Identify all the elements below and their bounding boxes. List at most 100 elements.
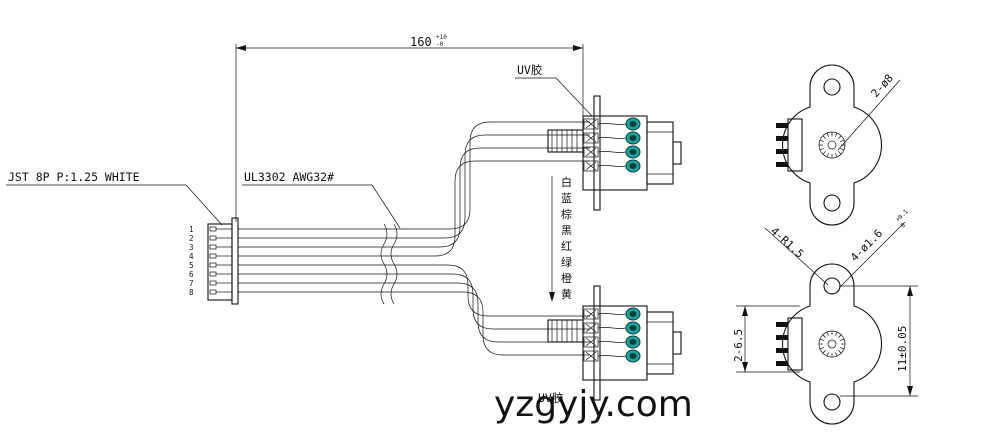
terminal-x: [585, 337, 597, 347]
color-char: 绿: [561, 255, 572, 269]
terminal-pin: [776, 348, 788, 353]
terminal-pin: [776, 322, 788, 327]
gear-tooth: [835, 352, 838, 357]
motor-outline: [781, 263, 883, 425]
gear-tooth: [835, 153, 838, 158]
solder-joint-core: [629, 135, 637, 141]
motor-side-view-bottom: [547, 285, 682, 401]
motor-flange: [593, 95, 601, 211]
height-label: 11±0.05: [896, 326, 909, 372]
gear-tooth: [822, 350, 826, 354]
corner-radius-label: 4-R1.5: [768, 225, 806, 261]
terminal-x: [585, 161, 597, 171]
gear-tooth: [838, 135, 842, 139]
cable-wire: [238, 160, 590, 257]
terminal-x: [585, 133, 597, 143]
motor-outline: [781, 64, 883, 226]
color-char: 蓝: [561, 192, 572, 205]
gear-tooth: [840, 139, 845, 142]
terminal-pin: [776, 123, 788, 128]
cable-wire: [238, 264, 590, 317]
terminal-x: [585, 147, 597, 157]
color-char: 红: [561, 240, 572, 253]
cable-wire: [238, 282, 590, 343]
uv-glue-label-bottom: UV胶: [538, 391, 564, 405]
ribbon-cable: [238, 121, 590, 356]
mounting-hole: [823, 277, 841, 295]
heat-shrink: [547, 129, 584, 153]
pin-number: 7: [189, 279, 194, 288]
connector-pin: [209, 244, 217, 250]
solder-joint-core: [629, 325, 637, 331]
color-char: 橙: [561, 271, 572, 285]
length-tol-top: +10: [436, 34, 447, 41]
gear-tooth: [826, 153, 829, 158]
uv-glue-label: UV胶: [517, 63, 543, 77]
corner-radius-callout: 4-R1.5: [764, 225, 829, 286]
hole-dia-callout: 2-ø8: [837, 72, 901, 151]
cable-wire: [238, 134, 590, 239]
lead-wire: [597, 327, 627, 329]
lead-wire: [597, 313, 627, 315]
solder-joint-core: [629, 353, 637, 359]
heat-shrink: [547, 319, 584, 343]
small-holes-tol-top: +0.1: [894, 208, 909, 223]
motor-flange: [593, 285, 601, 401]
height-dimension: 11±0.05: [840, 285, 918, 397]
pitch-label: 2-6.5: [732, 329, 745, 362]
gear-tooth: [840, 347, 845, 350]
motor-front-view-bottom: [776, 263, 883, 425]
gear-tooth: [838, 151, 842, 155]
mounting-hole: [823, 194, 841, 212]
cable-wire: [238, 273, 590, 330]
gear-tooth: [826, 331, 829, 336]
lead-wire: [597, 165, 627, 167]
cable-wire: [238, 291, 590, 356]
pin-number: 5: [189, 261, 194, 270]
connector-label: JST 8P P:1.25 WHITE: [8, 170, 140, 184]
cable-wire: [238, 121, 590, 230]
small-holes-label: 4-ø1.6: [848, 227, 885, 264]
terminal-x: [585, 119, 597, 129]
terminal-pin: [776, 335, 788, 340]
color-char: 黄: [561, 287, 572, 301]
mounting-hole: [823, 393, 841, 411]
motor-shaft: [672, 331, 682, 355]
connector-callout: JST 8P P:1.25 WHITE: [6, 170, 223, 226]
terminal-pin: [776, 162, 788, 167]
motor-front-view-top: [776, 64, 883, 226]
motor-can: [646, 311, 674, 375]
gear-tooth: [822, 151, 826, 155]
lead-wire: [597, 341, 627, 343]
terminal-pin: [776, 149, 788, 154]
gear-tooth: [840, 338, 845, 341]
solder-joint-core: [629, 149, 637, 155]
wire-spec-label: UL3302 AWG32#: [244, 170, 334, 184]
cable-wire: [238, 147, 590, 248]
solder-joint-core: [629, 163, 637, 169]
gear-hub: [827, 339, 837, 349]
pin-number: 6: [189, 270, 194, 279]
gear-tooth: [838, 334, 842, 338]
gear-tooth: [819, 148, 824, 151]
gear-tooth: [826, 132, 829, 137]
motor-can: [646, 121, 674, 185]
length-dimension: 160 +10 -0: [235, 34, 584, 222]
small-holes-callout: 4-ø1.6 +0.1 0: [839, 208, 910, 288]
lead-wire: [597, 355, 627, 357]
terminal-block: [787, 317, 803, 371]
cable-break: [380, 223, 398, 305]
terminal-x: [585, 323, 597, 333]
small-holes-tol-bottom: 0: [899, 222, 907, 230]
terminal-x: [585, 351, 597, 361]
color-char: 白: [561, 175, 572, 189]
pin-number: 8: [189, 288, 194, 297]
lead-wire: [597, 123, 627, 125]
solder-joint-core: [629, 311, 637, 317]
length-tol-bottom: -0: [436, 41, 444, 48]
gear-tooth: [826, 352, 829, 357]
solder-joint-core: [629, 339, 637, 345]
gear-tooth: [819, 338, 824, 341]
